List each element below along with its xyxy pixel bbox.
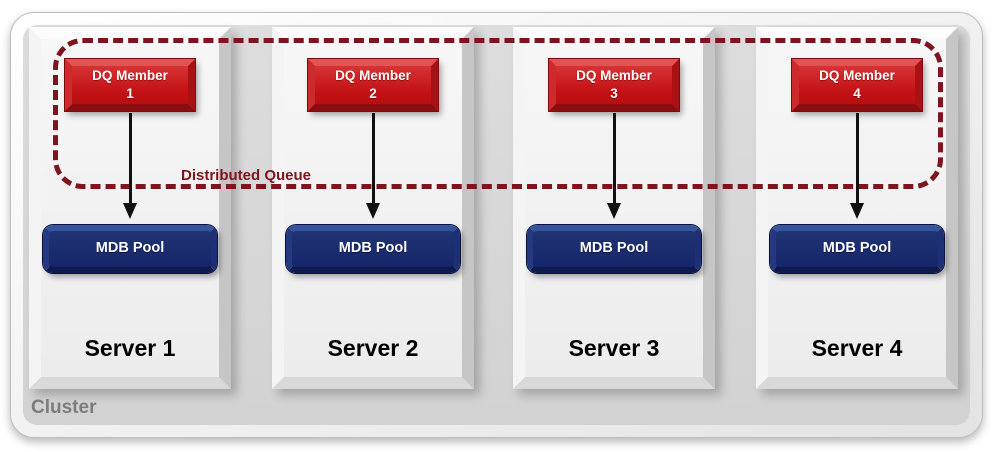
cluster-background: DQ Member 1 MDB Pool Server 1 DQ Member … [23, 25, 970, 425]
server-panel-2: DQ Member 2 MDB Pool Server 2 [272, 27, 474, 389]
down-arrow-head-icon [365, 203, 380, 219]
server-panel-3: DQ Member 3 MDB Pool Server 3 [513, 27, 715, 389]
mdb-pool-box-4: MDB Pool [770, 225, 944, 273]
down-arrow-line [613, 113, 616, 205]
dq-member-box-3: DQ Member 3 [549, 59, 679, 111]
down-arrow-line [856, 113, 859, 205]
down-arrow-line [372, 113, 375, 205]
dq-member-number: 1 [126, 86, 134, 101]
dq-member-number: 4 [853, 86, 861, 101]
dq-member-number: 3 [610, 86, 618, 101]
mdb-pool-box-2: MDB Pool [286, 225, 460, 273]
down-arrow-line [129, 113, 132, 205]
mdb-pool-box-1: MDB Pool [43, 225, 217, 273]
dq-member-label: DQ Member [819, 68, 895, 83]
server-label-2: Server 2 [327, 335, 419, 361]
cluster-label: Cluster [31, 397, 97, 418]
dq-member-box-2: DQ Member 2 [308, 59, 438, 111]
down-arrow-head-icon [122, 203, 137, 219]
dq-member-label: DQ Member [335, 68, 411, 83]
dq-member-box-4: DQ Member 4 [792, 59, 922, 111]
server-label-1: Server 1 [84, 335, 176, 361]
server-panel-4: DQ Member 4 MDB Pool Server 4 [756, 27, 958, 389]
distributed-queue-label: Distributed Queue [181, 167, 312, 184]
server-label-4: Server 4 [811, 335, 903, 361]
server-label-3: Server 3 [568, 335, 660, 361]
down-arrow-head-icon [606, 203, 621, 219]
down-arrow-head-icon [849, 203, 864, 219]
dq-member-number: 2 [369, 86, 377, 101]
dq-member-label: DQ Member [92, 68, 168, 83]
dq-member-label: DQ Member [576, 68, 652, 83]
dq-member-box-1: DQ Member 1 [65, 59, 195, 111]
mdb-pool-box-3: MDB Pool [527, 225, 701, 273]
server-panel-1: DQ Member 1 MDB Pool Server 1 [29, 27, 231, 389]
cluster-container: DQ Member 1 MDB Pool Server 1 DQ Member … [10, 12, 983, 438]
